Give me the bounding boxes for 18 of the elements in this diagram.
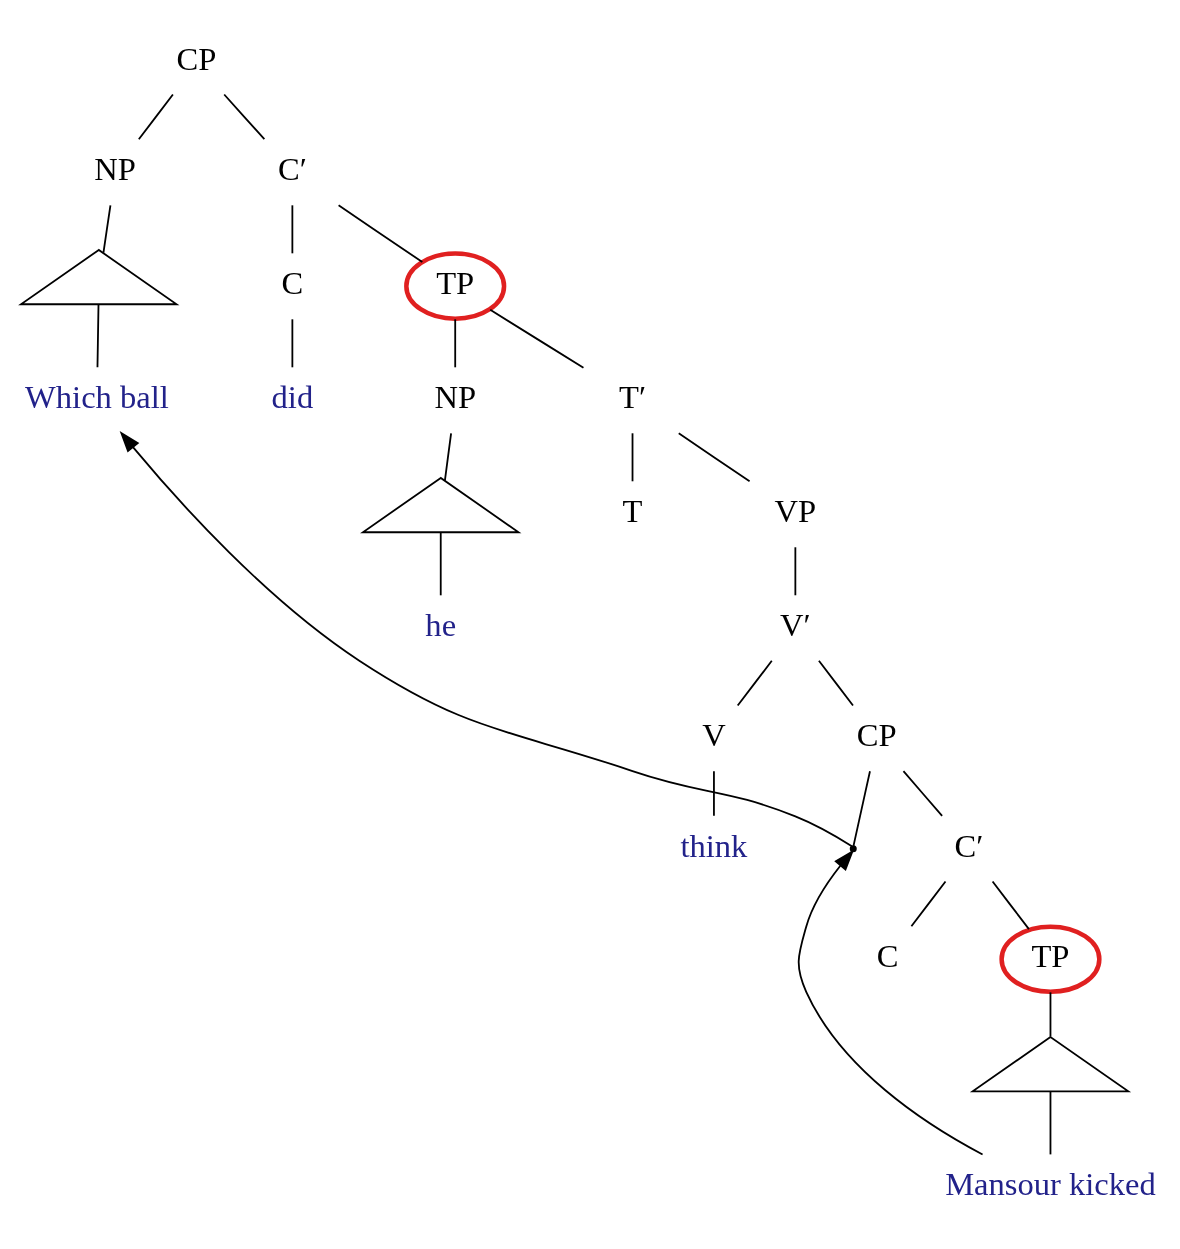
node-text: think bbox=[680, 827, 748, 864]
node-text: he bbox=[425, 607, 457, 644]
node-text: VP bbox=[774, 493, 817, 530]
node-text: C bbox=[281, 265, 304, 302]
node-text: NP bbox=[94, 151, 136, 188]
node-text: T′ bbox=[619, 379, 647, 416]
node-text: Which ball bbox=[25, 379, 169, 416]
node-text: CP bbox=[856, 717, 897, 754]
node-text: C′ bbox=[954, 827, 984, 864]
node-text: did bbox=[271, 379, 314, 416]
node-text: C bbox=[876, 938, 899, 975]
node-text: CP bbox=[176, 40, 217, 77]
node-text: Mansour kicked bbox=[945, 1166, 1156, 1203]
node-text: T bbox=[622, 493, 643, 530]
node-text: C′ bbox=[277, 151, 307, 188]
node-text: NP bbox=[434, 379, 477, 416]
node-text: V bbox=[702, 717, 726, 754]
node-text: V′ bbox=[780, 607, 811, 644]
